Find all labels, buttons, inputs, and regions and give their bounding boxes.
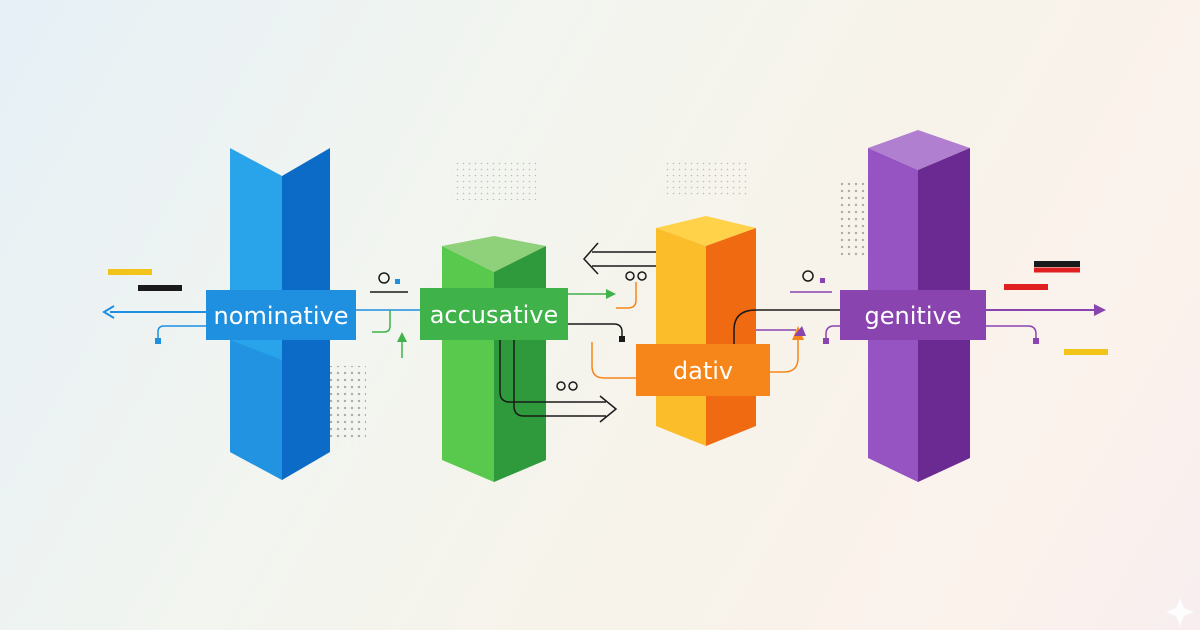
accusative-right-face — [494, 246, 546, 482]
arrow-left-icon — [582, 242, 599, 275]
arrow-right-icon — [606, 289, 616, 299]
arrow-right-icon — [1094, 304, 1106, 316]
genitive-top-face — [868, 130, 970, 170]
accusative-column: accusative — [420, 236, 568, 482]
black-arrow-path — [513, 340, 606, 417]
genitive-label-box — [840, 290, 986, 340]
green-connector — [372, 310, 391, 333]
purple-connector — [986, 325, 1037, 340]
black-connector — [733, 309, 840, 344]
accusative-left-face — [442, 246, 494, 482]
nominative-column: nominative — [206, 148, 356, 480]
black-connector — [568, 323, 623, 338]
dativ-top-face — [656, 216, 756, 246]
accusative-label-box — [420, 288, 568, 340]
nominative-label-box — [206, 290, 356, 340]
node-square — [619, 336, 625, 342]
circle-node-icon — [637, 271, 647, 281]
accusative-label: accusative — [430, 301, 559, 329]
node-square — [155, 338, 161, 344]
orange-connector — [591, 342, 640, 379]
dativ-label-box — [636, 344, 770, 396]
arrow-right-icon — [599, 395, 618, 423]
sparkle-icon — [1166, 598, 1194, 626]
nominative-label: nominative — [214, 302, 349, 330]
circle-node-icon — [568, 381, 578, 391]
node-square — [820, 278, 825, 283]
black-arrow-path — [499, 340, 606, 403]
accusative-top-face — [442, 236, 546, 272]
node-square — [395, 279, 400, 284]
dativ-right-face — [706, 228, 756, 446]
dativ-column: dativ — [636, 216, 770, 446]
dativ-label: dativ — [673, 357, 733, 385]
orange-arrow-path — [770, 336, 799, 373]
node-square — [1033, 338, 1039, 344]
circle-node-icon — [378, 272, 390, 284]
orange-connector — [616, 282, 637, 309]
genitive-label: genitive — [865, 302, 962, 330]
dativ-left-face — [656, 228, 706, 446]
circle-node-icon — [625, 271, 635, 281]
dot-texture — [664, 160, 748, 196]
circle-node-icon — [802, 270, 814, 282]
dot-texture — [452, 160, 536, 200]
arrow-up-icon — [794, 326, 806, 336]
arrow-left-icon — [102, 305, 115, 319]
purple-connector — [825, 325, 840, 340]
node-square — [823, 338, 829, 344]
circle-node-icon — [556, 381, 566, 391]
arrow-up-icon — [397, 332, 407, 342]
blue-connector — [157, 325, 210, 340]
genitive-column: genitive — [840, 130, 986, 482]
